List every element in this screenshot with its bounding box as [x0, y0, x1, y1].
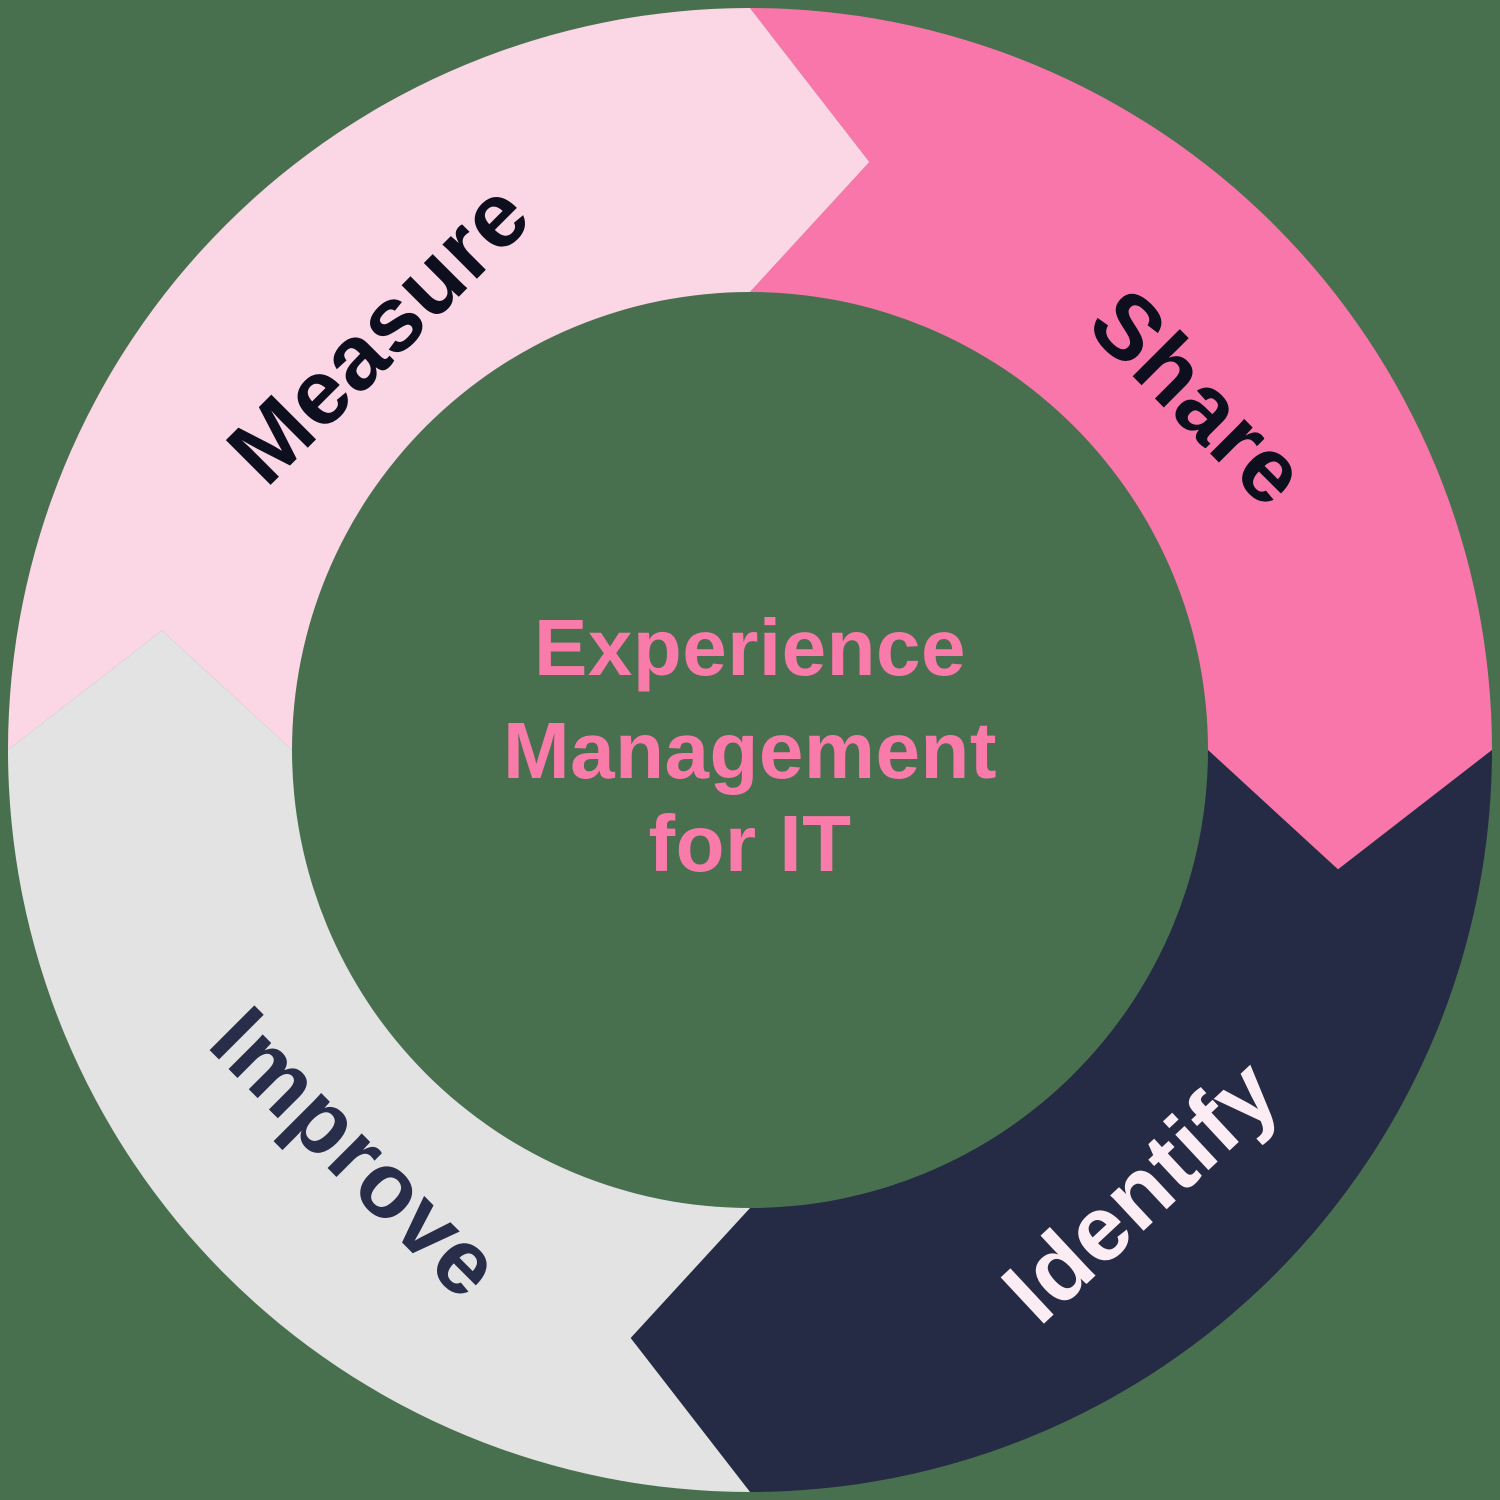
- center-title-line-3: for IT: [649, 799, 852, 888]
- center-title-line-1: Experience: [534, 603, 966, 692]
- segment-measure-arrow: [8, 8, 870, 750]
- segment-identify-arrow: [630, 750, 1492, 1492]
- segment-share-arrow: [750, 8, 1492, 870]
- center-title-line-2: Management: [503, 706, 997, 795]
- segment-improve-arrow: [8, 630, 750, 1492]
